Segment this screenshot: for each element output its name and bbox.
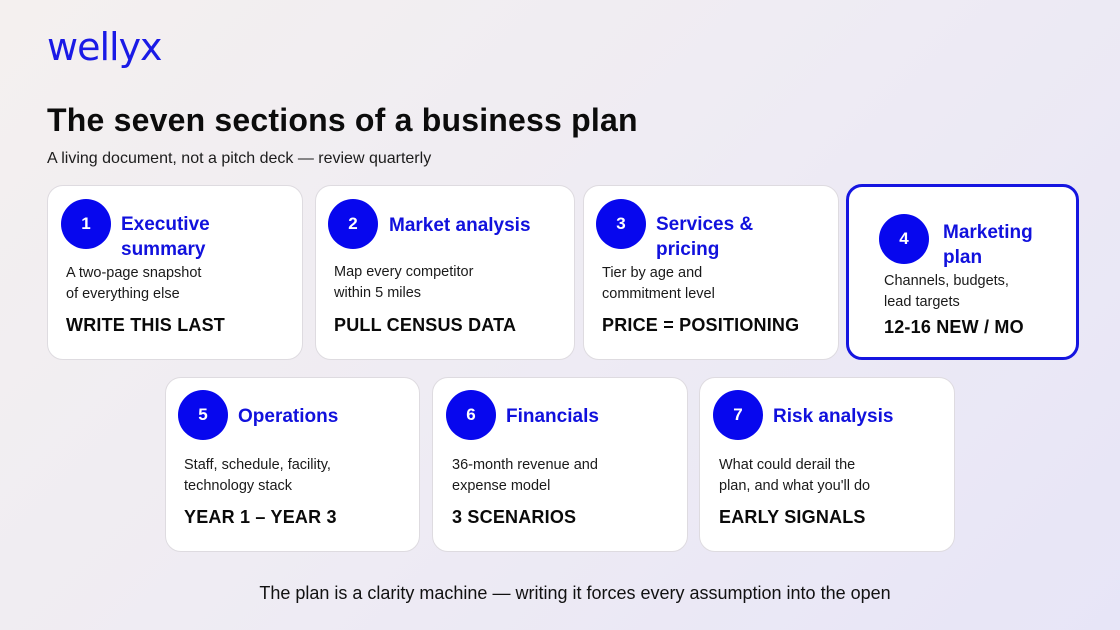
section-number-badge: 7 xyxy=(713,390,763,440)
page-subtitle: A living document, not a pitch deck — re… xyxy=(47,150,432,167)
section-tag: PULL CENSUS DATA xyxy=(334,315,517,335)
section-title: Risk analysis xyxy=(773,406,894,427)
section-title: Services &pricing xyxy=(656,214,754,260)
section-description: Staff, schedule, facility,technology sta… xyxy=(184,457,331,494)
section-tag: EARLY SIGNALS xyxy=(719,507,866,527)
section-card-operations: 5 Operations Staff, schedule, facility,t… xyxy=(165,377,420,552)
section-tag: 12-16 NEW / MO xyxy=(884,317,1024,337)
footer-caption: The plan is a clarity machine — writing … xyxy=(259,583,891,603)
section-number-badge: 5 xyxy=(178,390,228,440)
page-title: The seven sections of a business plan xyxy=(47,102,638,138)
section-title: Operations xyxy=(238,406,339,427)
section-tag: PRICE = POSITIONING xyxy=(602,315,800,335)
section-number-badge: 1 xyxy=(61,199,111,249)
section-number-badge: 3 xyxy=(596,199,646,249)
section-tag: 3 SCENARIOS xyxy=(452,507,577,527)
section-tag: YEAR 1 – YEAR 3 xyxy=(184,507,337,527)
section-tag: WRITE THIS LAST xyxy=(66,315,225,335)
section-number-badge: 4 xyxy=(879,214,929,264)
section-title: Financials xyxy=(506,406,599,427)
section-number-badge: 6 xyxy=(446,390,496,440)
section-description: Channels, budgets,lead targets xyxy=(884,273,1009,310)
wellyx-logo: wellyx xyxy=(47,25,163,69)
section-number-badge: 2 xyxy=(328,199,378,249)
section-title: Market analysis xyxy=(389,215,531,236)
